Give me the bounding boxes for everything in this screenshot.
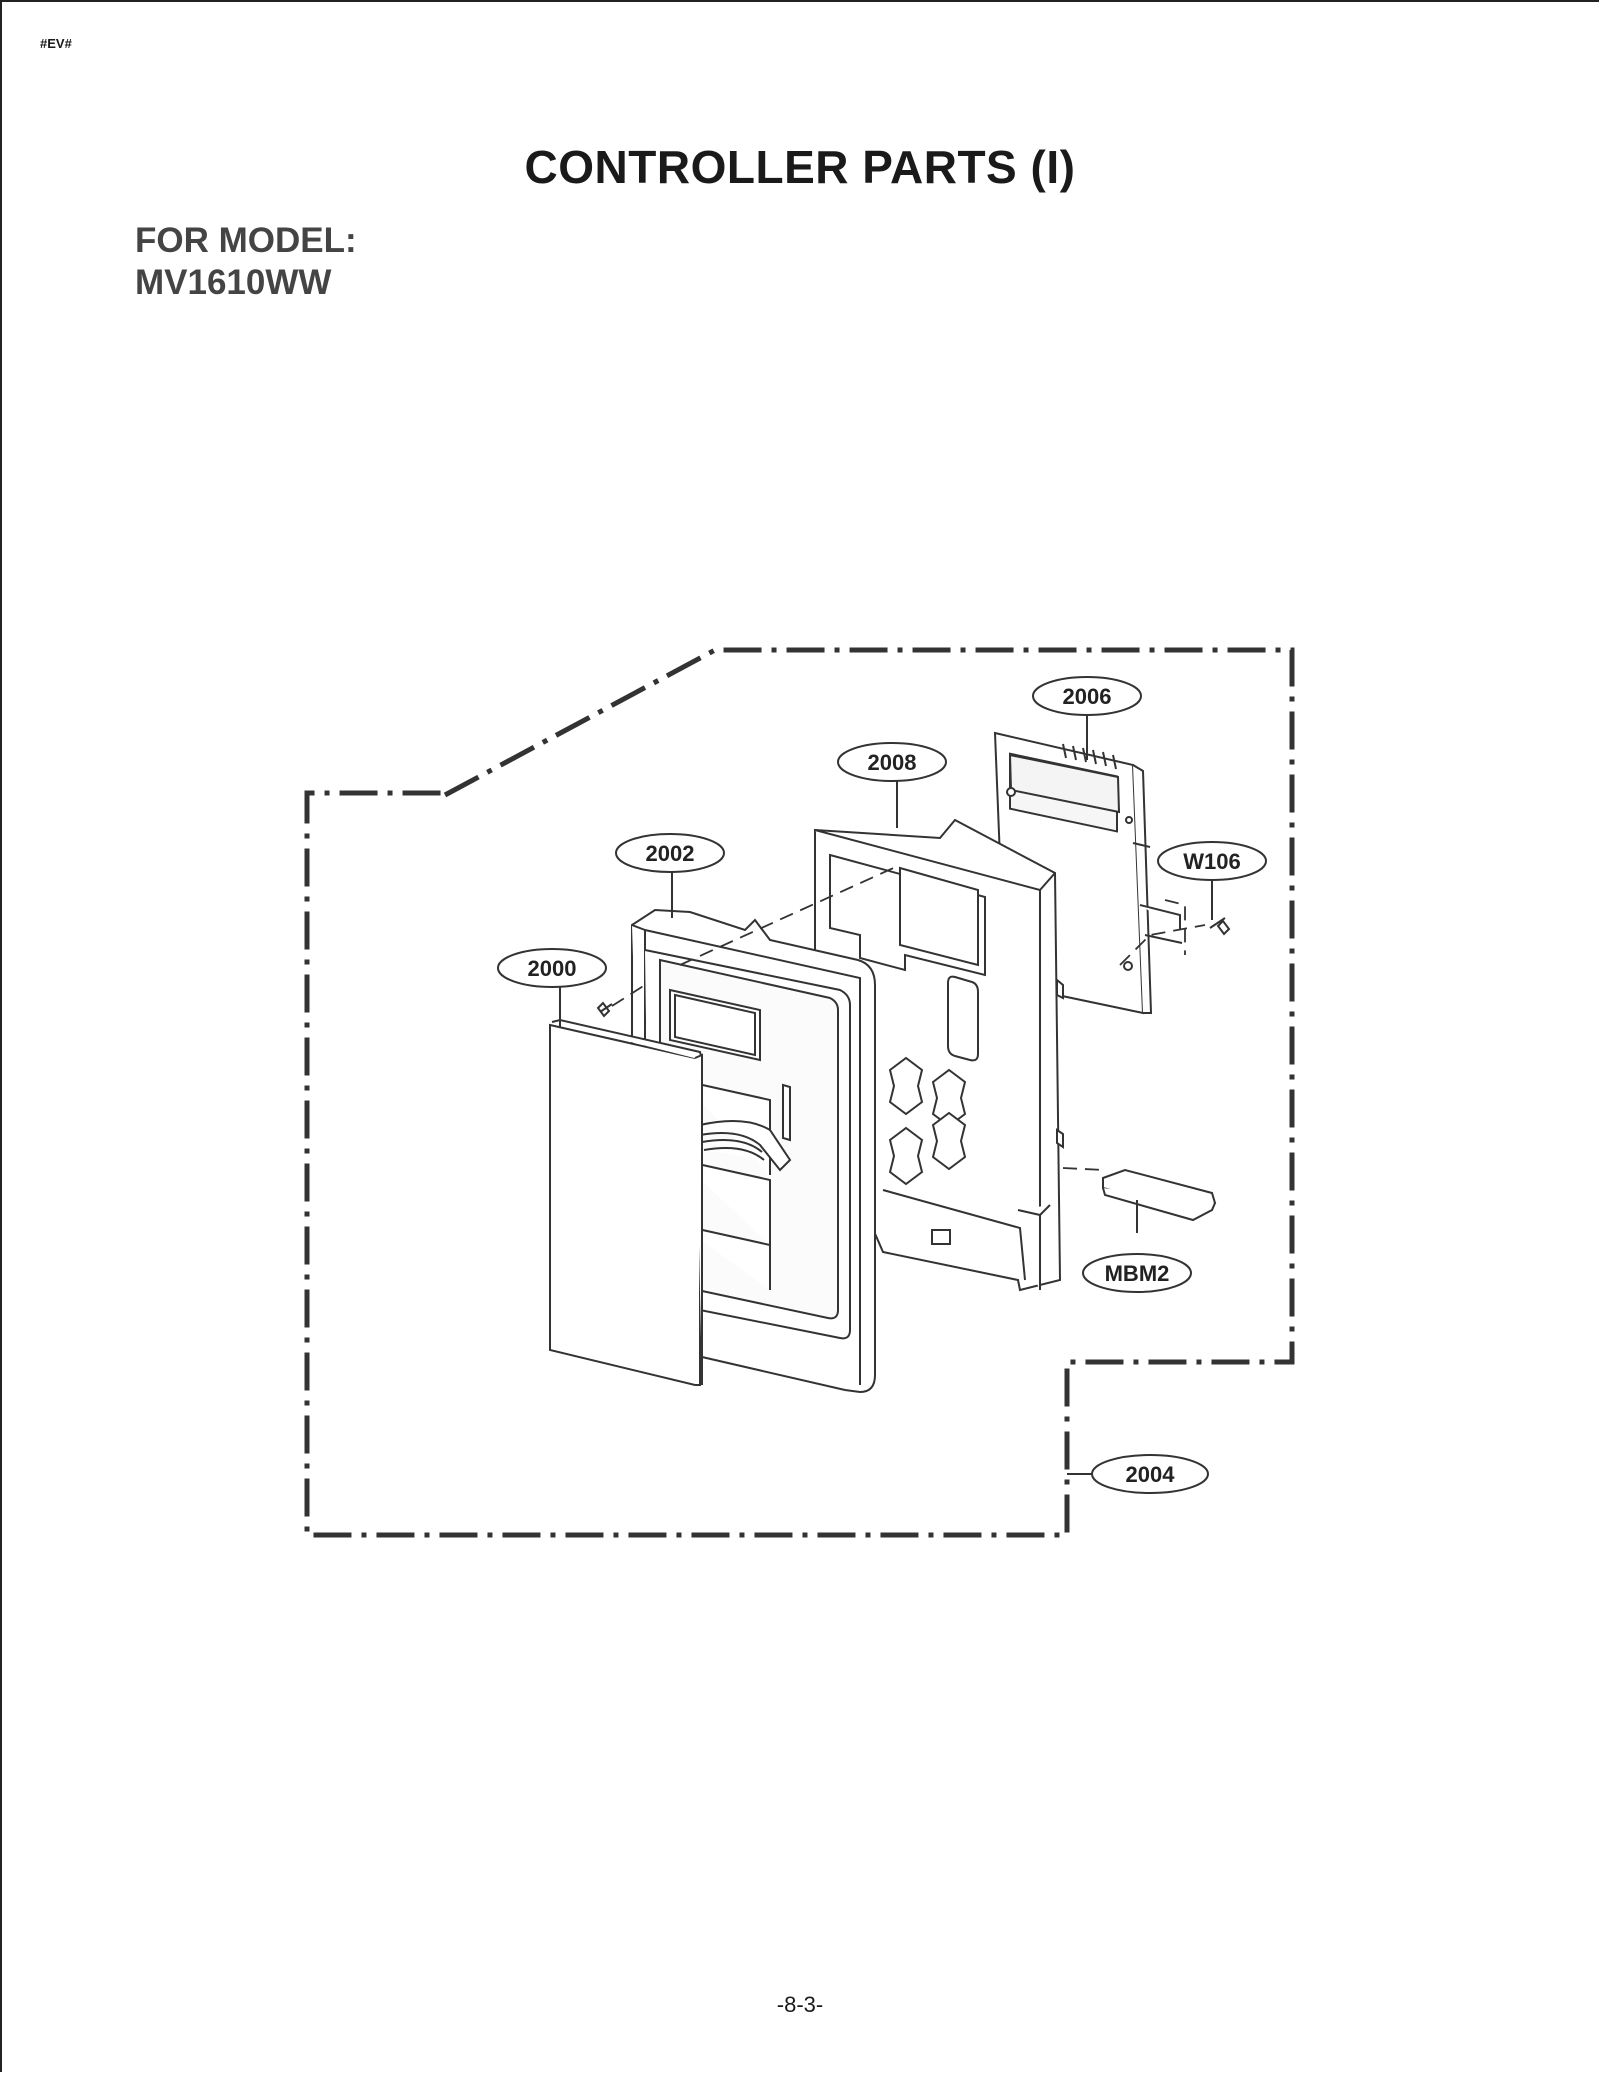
- assembly-dashed-lines: [611, 864, 1206, 1171]
- callout-mbm2[interactable]: MBM2: [1082, 1253, 1192, 1293]
- callout-2006-label: 2006: [1063, 684, 1112, 709]
- assembly-boundary: [304, 647, 1295, 1538]
- callout-2008[interactable]: 2008: [837, 742, 947, 782]
- model-block: FOR MODEL: MV1610WW: [135, 220, 357, 304]
- callout-w106-label: W106: [1183, 849, 1240, 874]
- page-number: -8-3-: [776, 1992, 824, 2017]
- callout-2004-label: 2004: [1126, 1462, 1176, 1487]
- page-title: CONTROLLER PARTS (I): [524, 141, 1076, 193]
- mbm2-sheet-drawing: [1102, 1168, 1217, 1222]
- model-label: FOR MODEL:: [135, 221, 357, 260]
- callout-2004[interactable]: 2004: [1091, 1454, 1209, 1494]
- callout-mbm2-label: MBM2: [1105, 1261, 1170, 1286]
- callout-2000[interactable]: 2000: [497, 948, 607, 988]
- leader-lines: [559, 715, 1213, 1475]
- doc-code: #EV#: [40, 36, 72, 51]
- callout-2000-label: 2000: [528, 956, 577, 981]
- callout-2006[interactable]: 2006: [1032, 676, 1142, 716]
- cover-panel-drawing: [549, 1018, 703, 1386]
- model-value: MV1610WW: [135, 263, 332, 302]
- callout-w106[interactable]: W106: [1157, 841, 1267, 881]
- callout-2002-label: 2002: [646, 841, 695, 866]
- bracket-frame-drawing: [814, 818, 1064, 1292]
- callout-2008-label: 2008: [868, 750, 917, 775]
- callout-2002[interactable]: 2002: [615, 833, 725, 873]
- screw-drawings: [596, 917, 1231, 1018]
